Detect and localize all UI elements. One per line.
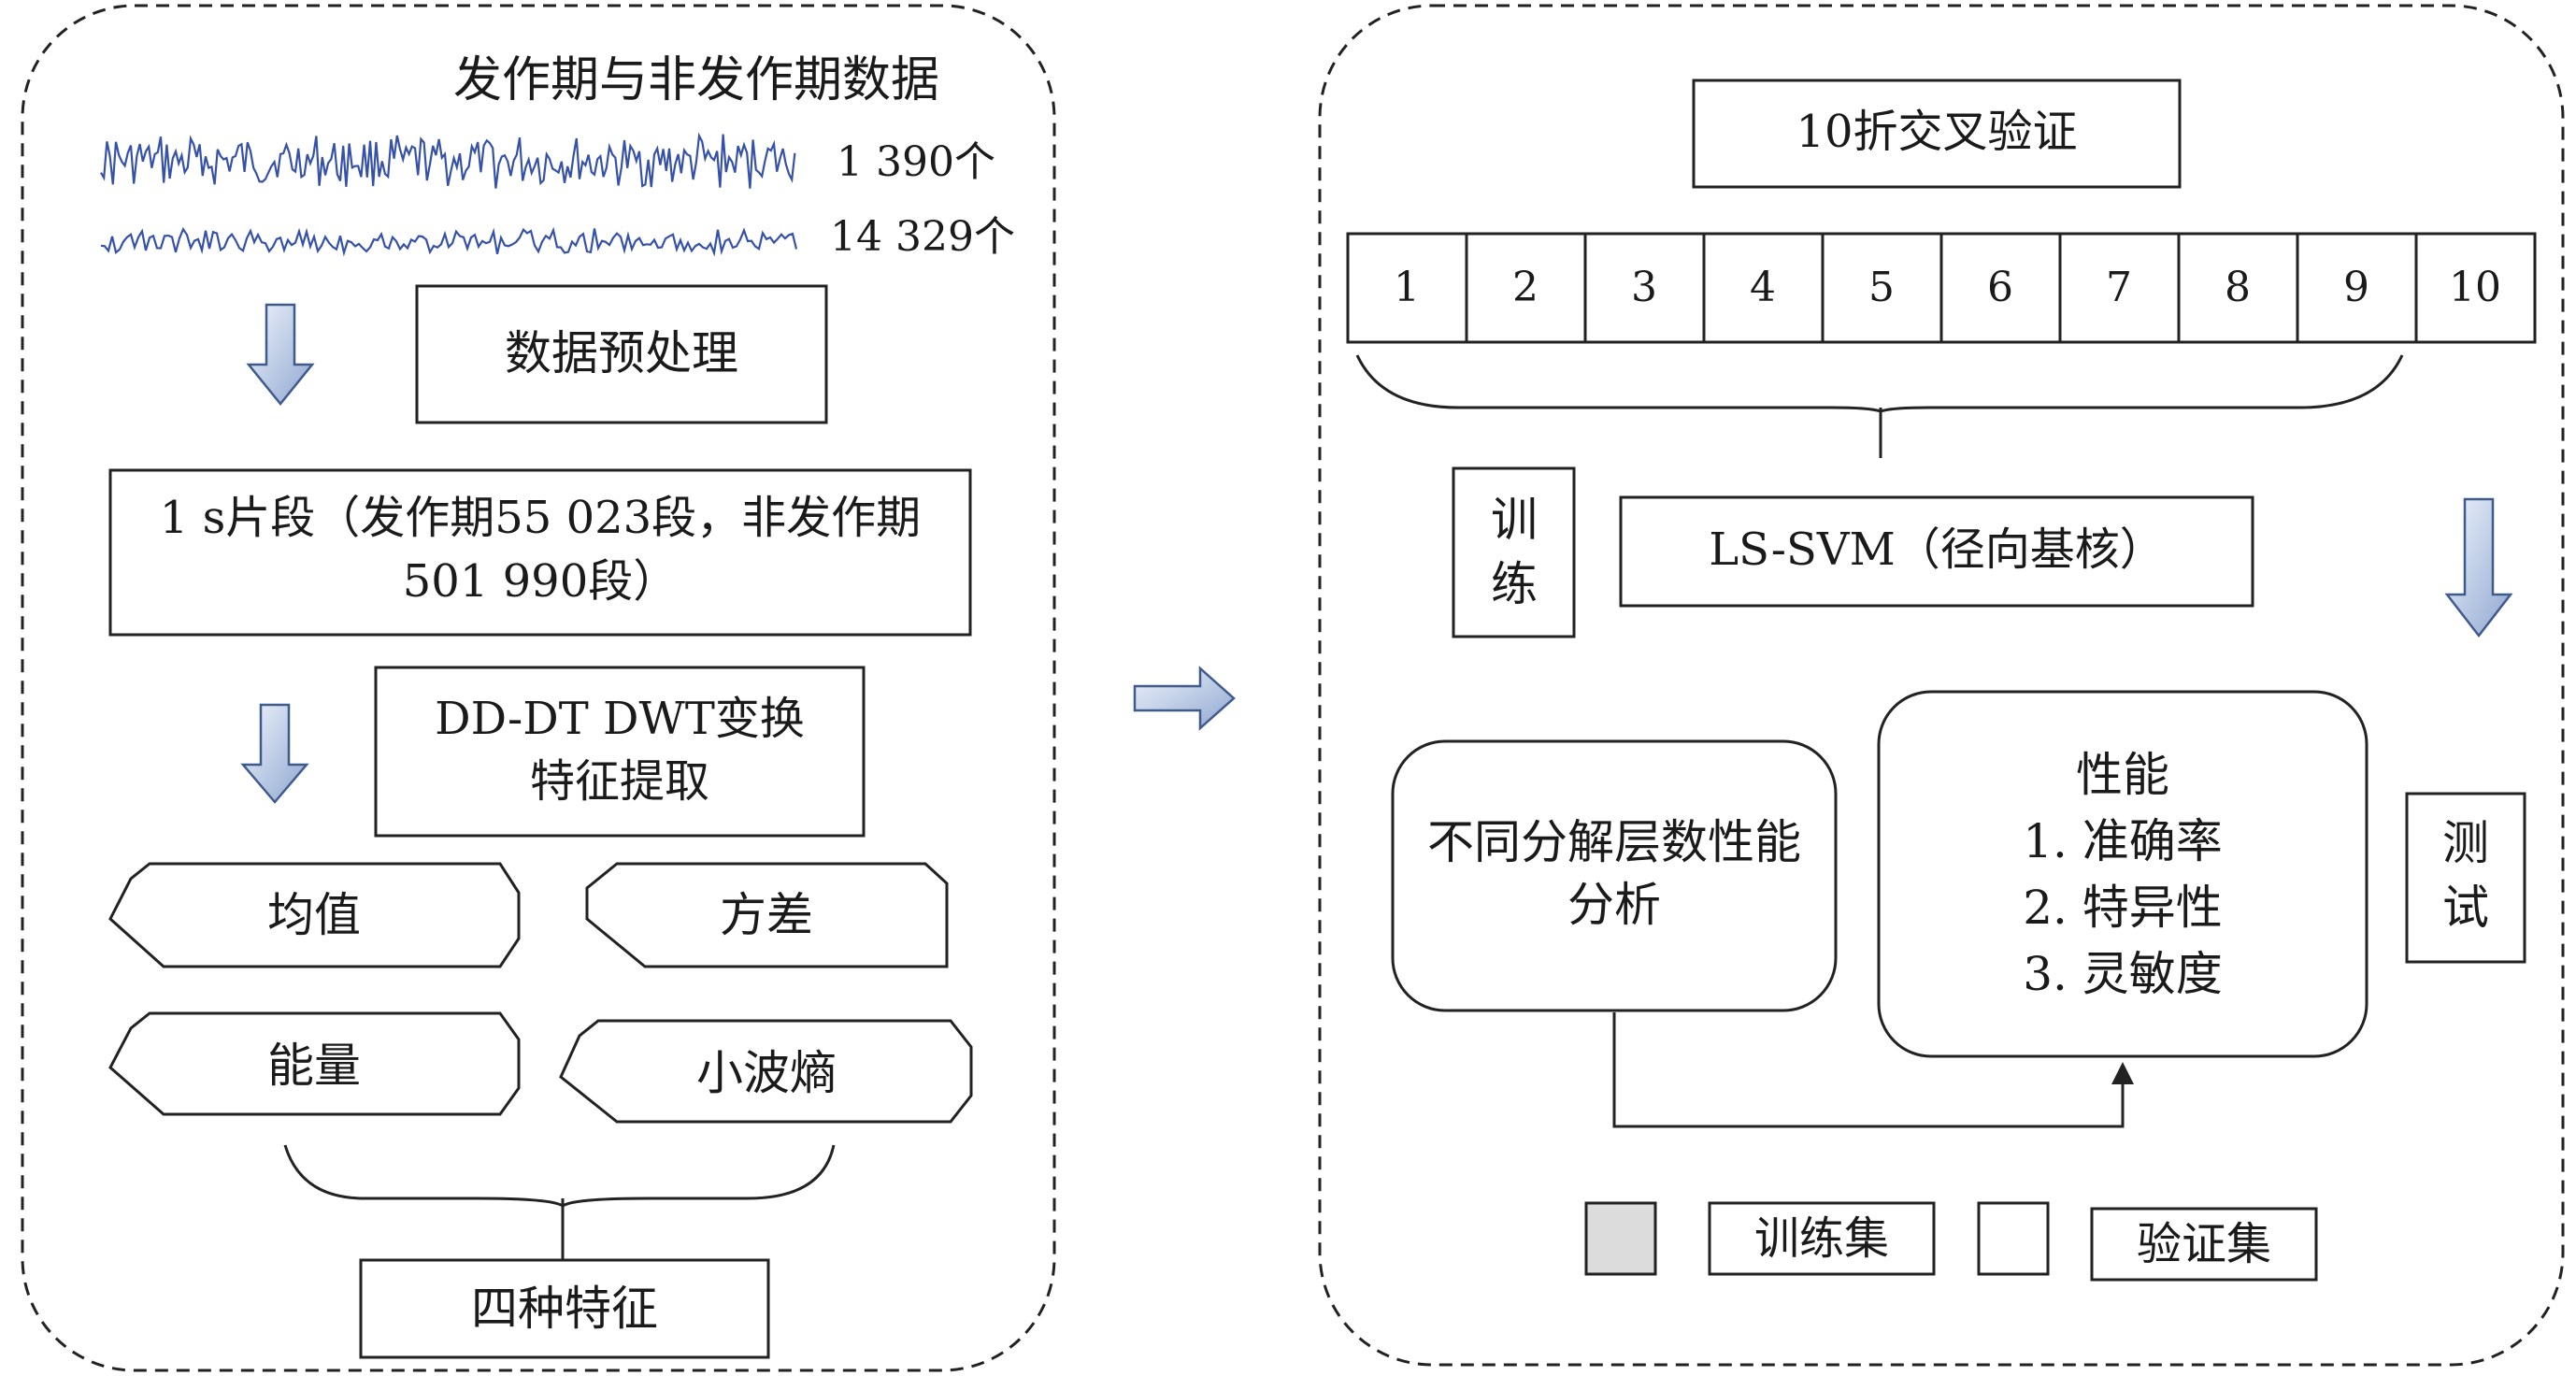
fold-cell-7 [2058, 232, 2181, 344]
fold-label-3: 3 [1631, 264, 1657, 311]
fold-cell-10 [2414, 232, 2537, 344]
feature-mean-shape [108, 862, 521, 968]
model-box [1619, 495, 2254, 608]
feature-entropy: 小波熵 [696, 1046, 837, 1100]
feature-variance: 方差 [720, 888, 813, 942]
fold-label-7: 7 [2106, 264, 2132, 311]
fold-cell-9 [2296, 232, 2418, 344]
test-char-1: 测 [2442, 816, 2489, 870]
data-title: 发作期与非发作期数据 [453, 52, 939, 108]
right-panel-frame [1318, 4, 2565, 1367]
segments-line1: 1 s片段（发作期55 023段，非发作期 [160, 492, 921, 544]
seizure-eeg-waveform [100, 132, 796, 189]
cv-title: 10折交叉验证 [1796, 106, 2077, 158]
performance-title: 性能 [2076, 748, 2169, 802]
feature-energy: 能量 [267, 1039, 361, 1093]
fold-label-4: 4 [1750, 264, 1776, 311]
fold-cell-2 [1465, 232, 1587, 344]
dwt-line2: 特征提取 [530, 755, 709, 808]
preprocess-box [415, 284, 828, 424]
fold-label-5: 5 [1868, 264, 1895, 311]
left-panel: 发作期与非发作期数据 1 390个 14 329个 数据预处理 1 s片段（发作… [21, 4, 1056, 1372]
legend-validate-swatch [1977, 1201, 2050, 1276]
down-arrow-icon [240, 703, 309, 804]
fold-label-8: 8 [2225, 264, 2251, 311]
left-panel-frame [21, 4, 1056, 1372]
test-box [2405, 792, 2526, 964]
performance-item-2: 2. 特异性 [2023, 881, 2223, 935]
model-label: LS-SVM（径向基核） [1709, 523, 2164, 576]
right-arrow-icon [1133, 666, 1236, 731]
legend-validate-label: 验证集 [2137, 1218, 2271, 1270]
cv-title-box [1692, 79, 2182, 189]
test-char-2: 试 [2442, 881, 2489, 935]
feature-variance-shape [585, 862, 949, 968]
layer-analysis-box [1391, 739, 1838, 1012]
fold-cell-3 [1583, 232, 1706, 344]
down-arrow-icon [246, 303, 315, 406]
four-features-label: 四种特征 [471, 1282, 658, 1336]
fold-label-1: 1 [1394, 264, 1420, 311]
folds-brace [1355, 354, 2404, 413]
seizure-count: 1 390个 [837, 138, 995, 186]
layer-analysis-line2: 分析 [1567, 878, 1661, 932]
layer-analysis-line1: 不同分解层数性能 [1427, 815, 1801, 869]
right-panel: 10折交叉验证 1 2 3 4 5 6 7 8 9 10 [1318, 4, 2565, 1367]
legend-validate-box [2090, 1207, 2318, 1282]
down-arrow-icon [2444, 497, 2513, 638]
fold-cell-6 [1939, 232, 2062, 344]
performance-item-3: 3. 灵敏度 [2023, 947, 2223, 1001]
segments-line2: 501 990段） [403, 555, 679, 608]
nonseizure-count: 14 329个 [830, 213, 1015, 261]
fold-label-2: 2 [1512, 264, 1538, 311]
fold-cell-5 [1821, 232, 1943, 344]
features-brace [283, 1144, 836, 1208]
nonseizure-eeg-waveform [100, 226, 798, 257]
fold-label-10: 10 [2449, 264, 2501, 311]
four-features-box [359, 1258, 770, 1359]
fold-cell-8 [2177, 232, 2299, 344]
legend-train-label: 训练集 [1754, 1212, 1889, 1265]
feature-entropy-shape [559, 1019, 973, 1124]
fold-cell-1 [1346, 232, 1468, 344]
dwt-line1: DD-DT DWT变换 [435, 693, 805, 745]
performance-item-1: 1. 准确率 [2023, 814, 2223, 868]
legend-train-box [1708, 1201, 1936, 1276]
fold-label-9: 9 [2343, 264, 2369, 311]
feature-energy-shape [108, 1011, 521, 1116]
feature-mean: 均值 [267, 888, 361, 942]
segments-box [108, 468, 972, 637]
train-box [1452, 466, 1576, 638]
legend-train-swatch [1584, 1201, 1657, 1276]
preprocess-label: 数据预处理 [505, 326, 738, 380]
train-char-1: 训 [1491, 493, 1538, 547]
fold-strip: 1 2 3 4 5 6 7 8 9 10 [1346, 232, 2537, 344]
train-char-2: 练 [1491, 557, 1538, 611]
connector-arrow [1612, 1012, 2134, 1128]
fold-label-6: 6 [1987, 264, 2013, 311]
performance-box [1877, 690, 2368, 1058]
dwt-box [374, 666, 866, 838]
